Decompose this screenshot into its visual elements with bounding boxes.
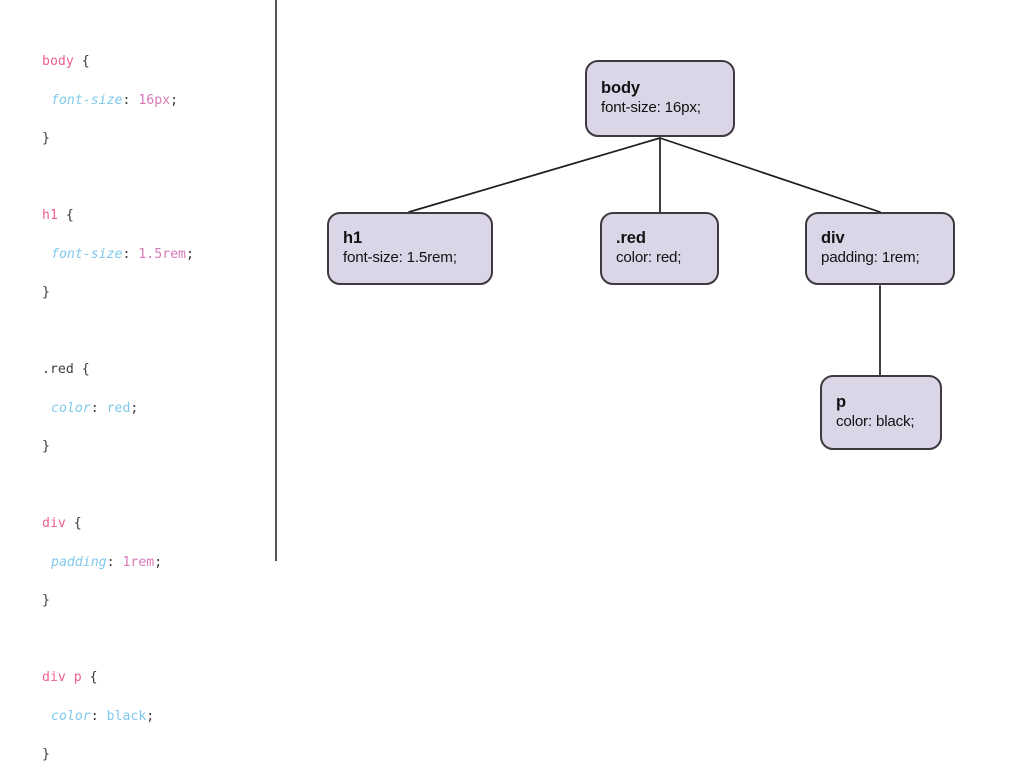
css-open-brace: { — [57, 208, 74, 224]
css-close-brace: } — [42, 439, 50, 455]
css-declaration-line: font-size: 1.5rem; — [42, 236, 194, 275]
css-close-brace: } — [42, 131, 50, 147]
css-rule: div {padding: 1rem;} — [42, 505, 194, 621]
css-colon: : — [90, 708, 107, 724]
css-selector-line: h1 { — [42, 197, 194, 236]
code-blank-line — [42, 467, 194, 506]
css-selector: body — [42, 54, 74, 70]
tree-node-title: body — [601, 78, 641, 97]
css-selector: div — [42, 516, 66, 532]
css-declaration-line: color: red; — [42, 390, 194, 429]
css-open-brace: { — [73, 54, 90, 70]
code-blank-line — [42, 313, 194, 352]
tree-node-declaration: font-size: 16px; — [601, 99, 701, 117]
css-property: color — [51, 400, 91, 416]
tree-node-declaration: font-size: 1.5rem; — [343, 249, 457, 267]
css-value: 16px — [138, 92, 171, 108]
css-close-brace: } — [42, 285, 50, 301]
css-open-brace: { — [73, 362, 90, 378]
cascade-diagram-page: body {font-size: 16px;}h1 {font-size: 1.… — [0, 0, 955, 762]
css-value: 1rem — [122, 554, 155, 570]
css-semicolon: ; — [130, 400, 139, 416]
css-colon: : — [122, 92, 139, 108]
tree-node-red[interactable]: .red color: red; — [600, 212, 719, 285]
css-semicolon: ; — [154, 554, 163, 570]
css-close-brace-line: } — [42, 428, 194, 467]
tree-node-declaration: color: red; — [616, 249, 682, 267]
css-close-brace-line: } — [42, 736, 194, 775]
css-rule: body {font-size: 16px;} — [42, 43, 194, 159]
css-semicolon: ; — [186, 246, 194, 262]
css-close-brace-line: } — [42, 582, 194, 621]
panel-divider — [275, 0, 277, 561]
code-blank-line — [42, 159, 194, 198]
css-code-block: body {font-size: 16px;}h1 {font-size: 1.… — [42, 43, 194, 775]
tree-node-title: p — [836, 392, 846, 411]
css-selector: div p — [42, 670, 82, 686]
css-selector-line: div p { — [42, 659, 194, 698]
css-selector-line: .red { — [42, 351, 194, 390]
css-selector: .red — [42, 362, 74, 378]
css-declaration-line: color: black; — [42, 698, 194, 737]
css-property: font-size — [51, 246, 123, 262]
css-open-brace: { — [81, 670, 98, 686]
css-close-brace: } — [42, 747, 50, 763]
css-selector-line: div { — [42, 505, 194, 544]
css-value: red — [106, 400, 131, 416]
css-selector-line: body { — [42, 43, 194, 82]
code-blank-line — [42, 621, 194, 660]
css-property: padding — [51, 554, 107, 570]
css-rule: .red {color: red;} — [42, 351, 194, 467]
tree-node-declaration: padding: 1rem; — [821, 249, 920, 267]
css-colon: : — [90, 400, 107, 416]
css-property: color — [51, 708, 91, 724]
tree-node-div[interactable]: div padding: 1rem; — [805, 212, 955, 285]
css-colon: : — [122, 246, 139, 262]
css-code-panel: body {font-size: 16px;}h1 {font-size: 1.… — [0, 0, 275, 762]
css-property: font-size — [51, 92, 123, 108]
css-rule: h1 {font-size: 1.5rem;} — [42, 197, 194, 313]
css-colon: : — [106, 554, 123, 570]
css-close-brace: } — [42, 593, 50, 609]
tree-node-p[interactable]: p color: black; — [820, 375, 942, 450]
tree-node-title: h1 — [343, 228, 363, 247]
tree-node-declaration: color: black; — [836, 413, 915, 431]
tree-node-body[interactable]: body font-size: 16px; — [585, 60, 735, 137]
css-semicolon: ; — [170, 92, 179, 108]
tree-node-title: .red — [616, 228, 646, 247]
css-rule: div p {color: black;} — [42, 659, 194, 775]
css-semicolon: ; — [146, 708, 155, 724]
css-declaration-line: font-size: 16px; — [42, 82, 194, 121]
css-value: black — [106, 708, 147, 724]
css-open-brace: { — [65, 516, 82, 532]
tree-node-title: div — [821, 228, 845, 247]
css-close-brace-line: } — [42, 120, 194, 159]
css-value: 1.5rem — [138, 246, 186, 262]
css-close-brace-line: } — [42, 274, 194, 313]
css-selector: h1 — [42, 208, 58, 224]
tree-node-h1[interactable]: h1 font-size: 1.5rem; — [327, 212, 493, 285]
css-declaration-line: padding: 1rem; — [42, 544, 194, 583]
